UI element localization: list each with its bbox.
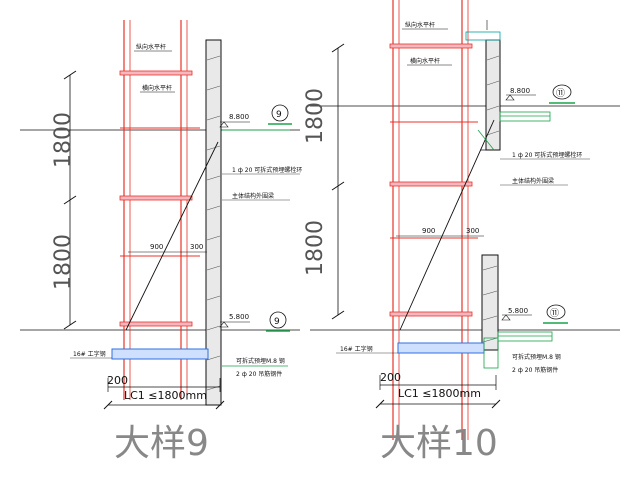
elevation-bottom-label: 5.800 [508, 307, 528, 315]
axis-marker-bottom: ⑪ [550, 308, 559, 319]
detail-10: 8.800 ⑪ 5.800 ⑪ 1800 1800 900 300 [303, 0, 620, 464]
elevation-bottom-label: 5.800 [229, 313, 249, 321]
label-lc1: LC1 ≤1800mm [398, 387, 481, 400]
dim-1800-top: 1800 [51, 112, 76, 168]
dim-200: 200 [380, 371, 401, 384]
label-rebar-note-1: 可拆式预埋M.8 钢 [236, 357, 285, 365]
detail-9: 8.800 9 5.800 9 1800 1800 900 300 纵向水平杆 … [20, 20, 302, 464]
label-lc1: LC1 ≤1800mm [124, 389, 207, 402]
label-rebar-note-2: 2 ф 20 吊筋钢件 [236, 370, 282, 378]
label-longitudinal-bar: 纵向水平杆 [136, 43, 166, 51]
label-rebar-note-1: 可拆式预埋M.8 钢 [512, 353, 561, 361]
elevation-top: 8.800 ⑪ [499, 84, 575, 122]
label-i-beam: 16# 工字钢 [73, 350, 106, 358]
axis-marker-top: ⑪ [556, 88, 565, 99]
dim-1800-bottom: 1800 [51, 234, 76, 290]
dim-300: 300 [466, 227, 479, 235]
lower-wall [481, 254, 499, 351]
elevation-top-label: 8.800 [229, 113, 249, 121]
ledgers [119, 70, 200, 327]
detail-9-title: 大样9 [114, 423, 209, 464]
dim-1800-top: 1800 [303, 88, 328, 144]
i-beam [397, 342, 485, 354]
axis-marker-top: 9 [276, 110, 282, 120]
label-tie-to-structure: 主体结构外围梁 [512, 177, 554, 185]
label-rebar-note-2: 2 ф 20 吊筋钢件 [512, 366, 558, 374]
diagonal-tie [399, 119, 495, 331]
label-transverse-bar: 横向水平杆 [410, 57, 440, 65]
label-tie-to-structure: 主体结构外围梁 [232, 192, 274, 200]
dim-1800-bottom: 1800 [303, 220, 328, 276]
diagonal-tie [125, 141, 219, 331]
label-i-beam: 16# 工字钢 [340, 345, 373, 353]
dim-200: 200 [107, 374, 128, 387]
dim-900: 900 [422, 227, 435, 235]
axis-marker-bottom: 9 [274, 317, 280, 327]
elevation-top: 8.800 9 [219, 104, 292, 131]
dim-300: 300 [190, 243, 203, 251]
ledgers [389, 43, 478, 317]
detail-10-title: 大样10 [380, 423, 498, 464]
label-transverse-bar: 横向水平杆 [142, 84, 172, 92]
wall-hatch [482, 55, 500, 343]
label-rebar-ring: 1 ф 20 可拆式预埋螺栓环 [232, 166, 302, 174]
label-rebar-ring: 1 ф 20 可拆式预埋螺栓环 [512, 151, 582, 159]
label-longitudinal-bar: 纵向水平杆 [405, 21, 435, 29]
elevation-top-label: 8.800 [510, 87, 530, 95]
elevation-bottom: 5.800 ⑪ [497, 304, 568, 342]
i-beam [111, 348, 209, 360]
elevation-bottom: 5.800 9 [219, 311, 290, 332]
dim-900: 900 [150, 243, 163, 251]
